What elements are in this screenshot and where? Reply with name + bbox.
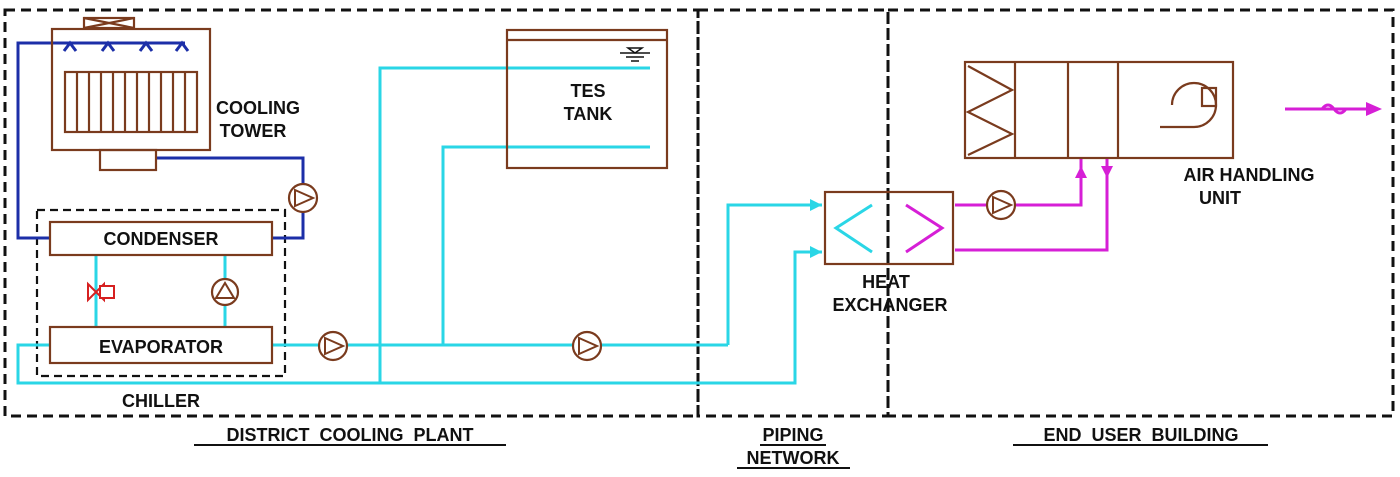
chilled-water-pipes (16, 66, 822, 385)
condenser-box (48, 220, 274, 257)
district-cooling-plant-boundary (3, 8, 700, 418)
evaporator-label: EVAPORATOR (99, 337, 223, 357)
ahu-label: AIR HANDLING (1184, 165, 1315, 185)
air-side-pipes (955, 102, 1382, 252)
heat-exchanger (823, 190, 955, 266)
pump-icon (985, 189, 1017, 221)
pump-icon (287, 182, 319, 214)
end-user-building-title: END USER BUILDING (1043, 425, 1238, 445)
district-cooling-plant-title: DISTRICT COOLING PLANT (227, 425, 474, 445)
piping-network-title: NETWORK (747, 448, 840, 468)
section-boundaries (3, 8, 1395, 418)
condenser-label: CONDENSER (103, 229, 218, 249)
end-user-building-boundary (886, 8, 1395, 418)
tes-tank-label: TANK (564, 104, 613, 124)
compressor-icon (210, 277, 240, 307)
cooling-tower-label: TOWER (220, 121, 287, 141)
evaporator-box (48, 325, 274, 365)
heat-exchanger-label: EXCHANGER (832, 295, 947, 315)
pump-icon (571, 330, 603, 362)
heat-exchanger-label: HEAT (862, 272, 910, 292)
spray-nozzle-icon (62, 40, 190, 52)
chiller-boundary (35, 208, 287, 378)
cooling-tower-label: COOLING (216, 98, 300, 118)
tower-fill-slats (75, 72, 187, 132)
filter-zigzag (965, 65, 1015, 156)
ahu-label: UNIT (1199, 188, 1241, 208)
tes-tank-label: TES (570, 81, 605, 101)
cooling-tower (50, 16, 212, 172)
fan-icon (1160, 81, 1218, 129)
tes-tank (505, 28, 669, 170)
expansion-valve-icon (87, 281, 115, 303)
piping-network-title: PIPING (762, 425, 823, 445)
pump-icon (317, 330, 349, 362)
chiller-label: CHILLER (122, 391, 200, 411)
air-handling-unit (963, 60, 1235, 160)
